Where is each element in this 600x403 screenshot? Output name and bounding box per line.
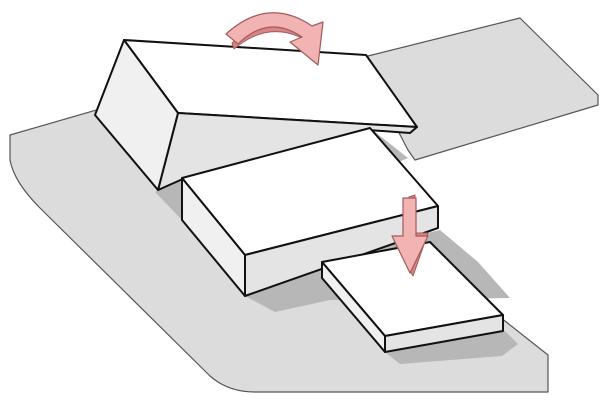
middle-block-side — [181, 177, 246, 297]
lower-block — [321, 241, 504, 353]
upper-block-side — [94, 39, 179, 191]
down-arrow-icon — [391, 194, 429, 277]
ground-plane-wing — [359, 17, 599, 161]
lower-block-side — [321, 261, 386, 353]
down-arrow-body — [391, 197, 429, 274]
rotate-arrow-icon — [225, 12, 324, 66]
lower-block-shadow — [385, 331, 518, 364]
middle-block — [181, 127, 439, 297]
rotate-arrow-body — [225, 12, 324, 66]
